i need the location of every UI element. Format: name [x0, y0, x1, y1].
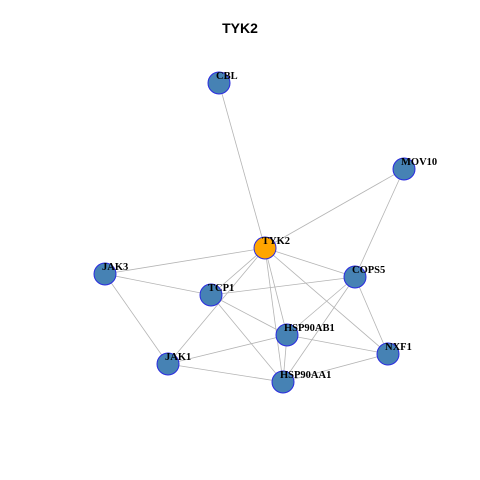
edge-mov10-cops5: [354, 168, 405, 278]
node-hsp90aa1[interactable]: HSP90AA1: [271, 370, 331, 394]
edge-tcp1-hsp90aa1: [210, 294, 284, 383]
node-label-hsp90aa1: HSP90AA1: [280, 370, 331, 381]
node-hsp90ab1[interactable]: HSP90AB1: [275, 323, 335, 347]
edge-tyk2-cops5: [264, 247, 356, 278]
node-circle-nxf1[interactable]: [376, 342, 400, 366]
node-cops5[interactable]: COPS5: [343, 265, 385, 289]
edge-jak3-jak1: [104, 273, 169, 365]
edges: [104, 82, 405, 383]
node-circle-tyk2[interactable]: [253, 236, 277, 260]
edge-tcp1-hsp90ab1: [210, 294, 288, 336]
node-circle-cbl[interactable]: [207, 71, 231, 95]
node-jak3[interactable]: JAK3: [93, 262, 128, 286]
edge-tyk2-jak3: [104, 247, 266, 275]
edge-hsp90ab1-nxf1: [286, 334, 389, 355]
edge-hsp90ab1-jak1: [167, 334, 288, 365]
node-label-nxf1: NXF1: [385, 342, 412, 353]
node-tyk2[interactable]: TYK2: [253, 236, 290, 260]
node-label-jak1: JAK1: [165, 352, 191, 363]
node-circle-jak3[interactable]: [93, 262, 117, 286]
edge-tcp1-cops5: [210, 276, 356, 296]
edge-tyk2-jak1: [167, 247, 266, 365]
node-mov10[interactable]: MOV10: [392, 157, 437, 181]
node-label-cbl: CBL: [216, 71, 238, 82]
node-label-jak3: JAK3: [102, 262, 128, 273]
node-circle-hsp90aa1[interactable]: [271, 370, 295, 394]
node-circle-mov10[interactable]: [392, 157, 416, 181]
graph-title: TYK2: [222, 20, 258, 36]
node-label-tyk2: TYK2: [262, 236, 290, 247]
node-label-hsp90ab1: HSP90AB1: [284, 323, 335, 334]
node-tcp1[interactable]: TCP1: [199, 283, 234, 307]
node-cbl[interactable]: CBL: [207, 71, 238, 95]
node-jak1[interactable]: JAK1: [156, 352, 191, 376]
node-circle-hsp90ab1[interactable]: [275, 323, 299, 347]
node-nxf1[interactable]: NXF1: [376, 342, 412, 366]
edge-tyk2-hsp90aa1: [264, 247, 284, 383]
node-label-mov10: MOV10: [401, 157, 437, 168]
node-circle-jak1[interactable]: [156, 352, 180, 376]
edge-hsp90aa1-nxf1: [282, 353, 389, 383]
edge-tyk2-cbl: [218, 82, 266, 249]
edge-cops5-hsp90ab1: [286, 276, 356, 336]
node-label-tcp1: TCP1: [208, 283, 234, 294]
edge-jak3-tcp1: [104, 273, 212, 296]
edge-tyk2-tcp1: [210, 247, 266, 296]
edge-jak1-hsp90aa1: [167, 363, 284, 383]
edge-cops5-hsp90aa1: [282, 276, 356, 383]
edge-cops5-nxf1: [354, 276, 389, 355]
edge-tyk2-hsp90ab1: [264, 247, 288, 336]
node-circle-cops5[interactable]: [343, 265, 367, 289]
node-circle-tcp1[interactable]: [199, 283, 223, 307]
edge-tyk2-mov10: [264, 168, 405, 249]
node-label-cops5: COPS5: [352, 265, 385, 276]
